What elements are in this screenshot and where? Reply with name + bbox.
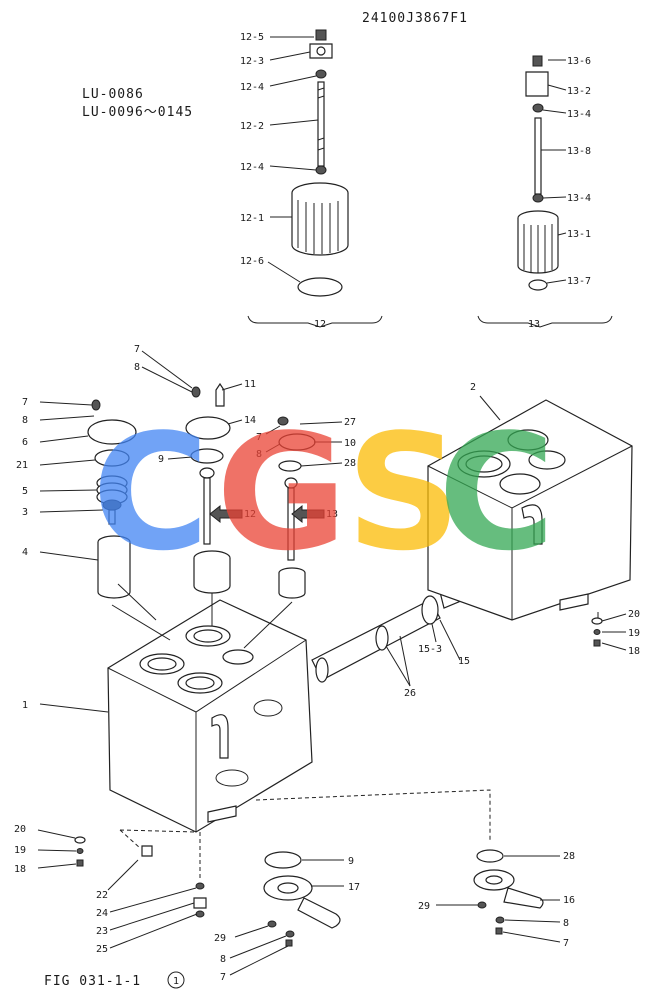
label-8: 8	[22, 415, 28, 426]
label-29: 29	[214, 933, 226, 944]
label-arrow-12: 12	[244, 509, 256, 520]
label-19: 19	[628, 628, 640, 639]
label-23: 23	[96, 926, 108, 937]
filter-assembly-12	[247, 29, 383, 328]
label-7: 7	[134, 344, 140, 355]
label-8: 8	[134, 362, 140, 373]
label-17: 17	[348, 882, 360, 893]
label-12-3: 12-3	[240, 56, 264, 67]
label-27: 27	[344, 417, 356, 428]
hydraulic-tank-1	[39, 583, 313, 833]
watermark-letter-c: C	[92, 399, 209, 586]
label-12-4: 12-4	[240, 82, 264, 93]
drawing-number: 24100J3867F1	[362, 11, 468, 26]
label-21: 21	[16, 460, 28, 471]
label-13-1: 13-1	[567, 229, 591, 240]
label-19: 19	[14, 845, 26, 856]
center-parts	[141, 350, 343, 599]
watermark-letter-c: C	[438, 399, 555, 586]
label-9: 9	[158, 454, 164, 465]
label-13-6: 13-6	[567, 56, 591, 67]
label-20: 20	[628, 609, 640, 620]
label-10: 10	[344, 438, 356, 449]
label-12-1: 12-1	[240, 213, 264, 224]
label-arrow-13: 13	[326, 509, 338, 520]
label-7: 7	[563, 938, 569, 949]
label-4: 4	[22, 547, 28, 558]
label-6: 6	[22, 437, 28, 448]
label-11: 11	[244, 379, 256, 390]
label-12-6: 12-6	[240, 256, 264, 267]
label-7: 7	[256, 432, 262, 443]
label-9: 9	[348, 856, 354, 867]
left-parts-stack	[39, 399, 137, 599]
label-12-5: 12-5	[240, 32, 264, 43]
label-22: 22	[96, 890, 108, 901]
part-labels: 12-5 12-3 12-4 12-2 12-4 12-1 12-6 12 13…	[14, 32, 640, 983]
label-20: 20	[14, 824, 26, 835]
label-12-2: 12-2	[240, 121, 264, 132]
label-14: 14	[244, 415, 256, 426]
label-13-2: 13-2	[567, 86, 591, 97]
label-26: 26	[404, 688, 416, 699]
watermark: C G S C	[92, 399, 555, 586]
label-28: 28	[563, 851, 575, 862]
label-12-4: 12-4	[240, 162, 264, 173]
label-13-7: 13-7	[567, 276, 591, 287]
serial-range-2: LU-0096～0145	[82, 105, 193, 120]
right-hardware	[591, 613, 627, 651]
label-3: 3	[22, 507, 28, 518]
label-18: 18	[14, 864, 26, 875]
label-15: 15	[458, 656, 470, 667]
label-12: 12	[314, 319, 326, 330]
label-15-3: 15-3	[418, 644, 442, 655]
label-8: 8	[563, 918, 569, 929]
label-13: 13	[528, 319, 540, 330]
label-2: 2	[470, 382, 476, 393]
tank-2	[427, 395, 633, 622]
label-13-4: 13-4	[567, 193, 591, 204]
filter-assembly-13	[477, 55, 613, 328]
label-13-4: 13-4	[567, 109, 591, 120]
return-port-16	[436, 849, 561, 943]
label-7: 7	[22, 397, 28, 408]
label-28: 28	[344, 458, 356, 469]
label-1: 1	[22, 700, 28, 711]
label-29: 29	[418, 901, 430, 912]
label-13-8: 13-8	[567, 146, 591, 157]
label-25: 25	[96, 944, 108, 955]
label-24: 24	[96, 908, 108, 919]
figure-circle	[167, 971, 185, 989]
label-8: 8	[256, 449, 262, 460]
serial-range-1: LU-0086	[82, 87, 144, 102]
lower-left-hardware	[37, 829, 207, 949]
label-7: 7	[220, 972, 226, 983]
watermark-letter-s: S	[346, 399, 461, 586]
label-16: 16	[563, 895, 575, 906]
figure-caption: FIG 031-1-1	[44, 974, 141, 989]
suction-port-17	[229, 789, 491, 976]
label-5: 5	[22, 486, 28, 497]
label-8: 8	[220, 954, 226, 965]
label-18: 18	[628, 646, 640, 657]
figure-circle-number: 1	[173, 976, 179, 987]
connecting-pipe	[311, 583, 469, 687]
watermark-letter-g: G	[216, 399, 347, 586]
